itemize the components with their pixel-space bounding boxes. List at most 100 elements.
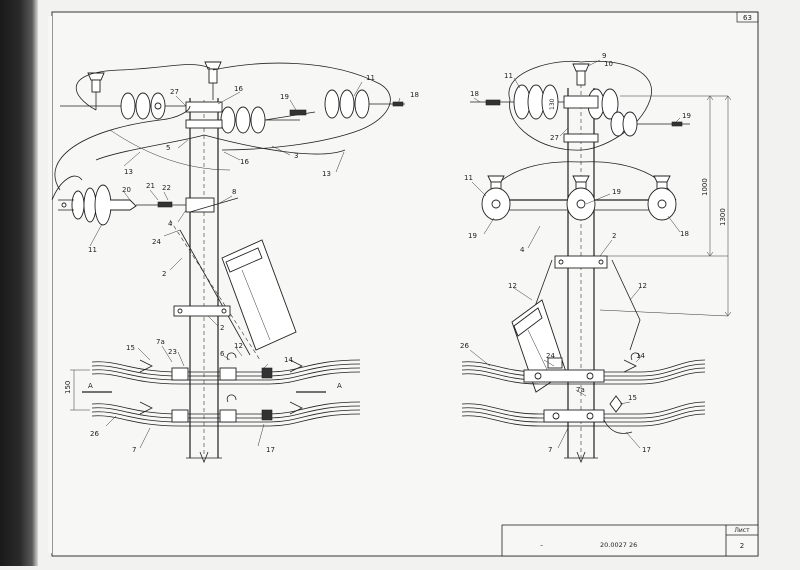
- scan-shadow-edge: [0, 0, 38, 566]
- left-view: 150 А А: [51, 61, 419, 464]
- right-pole-break: [564, 451, 598, 464]
- page-number: 63: [743, 14, 752, 22]
- callout-19: 19: [280, 93, 289, 101]
- callout-11b: 11: [464, 174, 473, 182]
- left-jumper: [95, 134, 346, 161]
- callout-13: 13: [124, 168, 133, 176]
- right-dimension-1300: [724, 95, 732, 317]
- left-bracket: [185, 197, 215, 213]
- left-jumper-loop: [54, 105, 191, 191]
- callout-12: 12: [234, 342, 243, 350]
- right-pin-insulator-right: [647, 175, 677, 221]
- callout-27: 27: [170, 88, 179, 96]
- left-right-string: [218, 89, 405, 134]
- callout-5: 5: [166, 144, 170, 152]
- callout-24: 24: [152, 238, 161, 246]
- dim-150: 150: [64, 381, 72, 394]
- callout-4: 4: [168, 220, 173, 228]
- callout-27: 27: [550, 134, 559, 142]
- drawing-frame: [51, 11, 759, 557]
- callout-15: 15: [628, 394, 637, 402]
- right-hook: [630, 352, 641, 361]
- callout-11: 11: [366, 74, 375, 82]
- callout-3: 3: [294, 152, 298, 160]
- callout-26: 26: [90, 430, 99, 438]
- left-jumper: [109, 129, 231, 171]
- sheet-number: 2: [740, 542, 744, 550]
- title-dash: –: [540, 541, 543, 549]
- callout-2: 2: [162, 270, 166, 278]
- callout-24: 24: [546, 352, 555, 360]
- left-jumper-loop: [212, 62, 391, 151]
- right-leader-lines: [469, 59, 681, 449]
- right-cable-bundle-lower: [461, 395, 706, 434]
- callout-13b: 13: [322, 170, 331, 178]
- right-dimension-1000: [706, 95, 714, 257]
- left-crossarm-clamp: [185, 101, 223, 113]
- callout-6: 6: [220, 350, 225, 358]
- right-jumper-loop: [508, 60, 652, 151]
- callout-4: 4: [520, 246, 525, 254]
- dim-130: 130: [549, 98, 556, 110]
- callout-2: 2: [612, 232, 616, 240]
- callout-11: 11: [504, 72, 513, 80]
- callout-20: 20: [122, 186, 131, 194]
- callout-23: 23: [168, 348, 177, 356]
- callout-14: 14: [636, 352, 645, 360]
- callout-9: 9: [602, 52, 606, 60]
- left-top-insulator: [87, 72, 105, 110]
- left-brace: [189, 197, 239, 213]
- frame-margin: [48, 16, 52, 553]
- page-number-box: [736, 11, 759, 23]
- callout-18b: 18: [680, 230, 689, 238]
- section-a-left: А: [88, 382, 93, 390]
- callout-7a: 7а: [576, 386, 585, 394]
- right-dimension-ext: [599, 309, 729, 317]
- callout-12: 12: [508, 282, 517, 290]
- left-leader-lines: [89, 81, 401, 449]
- dim-1000: 1000: [701, 178, 709, 196]
- left-upper-string: [60, 92, 192, 120]
- left-lower-string: [51, 175, 186, 226]
- callout-7: 7: [548, 446, 552, 454]
- callout-14: 14: [284, 356, 293, 364]
- callout-11b: 11: [88, 246, 97, 254]
- callout-15: 15: [126, 344, 135, 352]
- callout-16: 16: [234, 85, 243, 93]
- right-top-insulator: [572, 63, 590, 86]
- section-a-right: А: [337, 382, 342, 390]
- sheet-label: Лист: [734, 527, 750, 534]
- right-bracket: [554, 255, 608, 269]
- right-crossarm-clamp: [563, 133, 599, 143]
- callout-18: 18: [470, 90, 479, 98]
- callout-21: 21: [146, 182, 155, 190]
- left-hook: [226, 394, 237, 403]
- callout-19c: 19: [468, 232, 477, 240]
- callout-22: 22: [162, 184, 171, 192]
- left-jumper-loop: [75, 64, 211, 111]
- callout-16b: 16: [240, 158, 249, 166]
- left-strut: [179, 229, 251, 356]
- right-upper-string: [470, 84, 690, 137]
- callout-19: 19: [682, 112, 691, 120]
- callout-26: 26: [460, 342, 469, 350]
- right-view: 1000 1300 130 9 10: [460, 52, 732, 464]
- doc-code: 20.0027 26: [600, 541, 637, 549]
- callout-10: 10: [604, 60, 613, 68]
- dim-1300: 1300: [719, 208, 727, 226]
- right-cable-bundle-upper: [461, 357, 706, 385]
- callout-2b: 2: [220, 324, 224, 332]
- callout-19b: 19: [612, 188, 621, 196]
- left-arrester-box: [221, 239, 297, 351]
- callout-17: 17: [266, 446, 275, 454]
- callout-18: 18: [410, 91, 419, 99]
- left-cable-bundle-upper: [91, 359, 361, 385]
- right-pin-insulator-left: [481, 175, 511, 221]
- right-crossarm-clamp: [563, 95, 599, 109]
- left-pole-break: [186, 451, 222, 464]
- callout-17: 17: [642, 446, 651, 454]
- callout-7a: 7а: [156, 338, 165, 346]
- title-block: – 20.0027 26 Лист 2: [501, 524, 759, 557]
